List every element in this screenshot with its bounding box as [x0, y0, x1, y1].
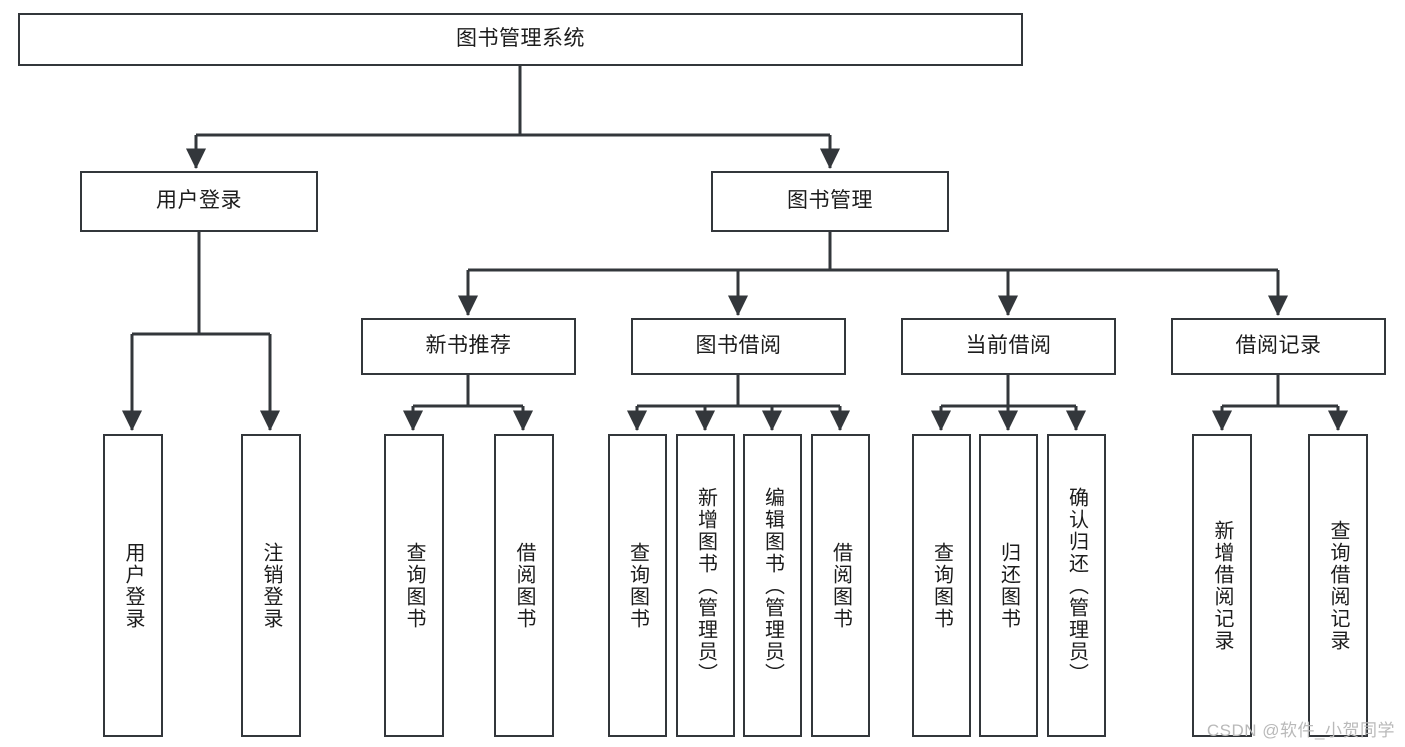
node-label: 图书管理 [787, 189, 873, 213]
node-leaf-borrow-book-newbook[interactable]: 借阅图书 [494, 434, 554, 737]
node-label: 注销登录 [260, 541, 282, 630]
node-book-borrow[interactable]: 图书借阅 [631, 318, 846, 375]
node-leaf-confirm-return-admin[interactable]: 确认归还（管理员） [1047, 434, 1106, 737]
node-label: 借阅图书 [513, 541, 535, 630]
node-leaf-return-book[interactable]: 归还图书 [979, 434, 1038, 737]
node-leaf-query-book-borrow[interactable]: 查询图书 [608, 434, 667, 737]
node-leaf-query-book-current[interactable]: 查询图书 [912, 434, 971, 737]
node-label: 编辑图书（管理员） [761, 486, 784, 685]
node-user-login[interactable]: 用户登录 [80, 171, 318, 232]
node-root-book-management-system[interactable]: 图书管理系统 [18, 13, 1023, 66]
watermark-text: CSDN @软件_小贺同学 [1206, 721, 1395, 740]
node-label: 借阅记录 [1235, 334, 1322, 358]
node-book-management[interactable]: 图书管理 [711, 171, 949, 232]
node-label: 新增图书（管理员） [694, 486, 717, 685]
node-label: 借阅图书 [829, 541, 852, 630]
node-leaf-edit-book-admin[interactable]: 编辑图书（管理员） [743, 434, 802, 737]
node-label: 图书管理系统 [456, 27, 585, 51]
node-label: 归还图书 [997, 541, 1020, 630]
node-current-borrow[interactable]: 当前借阅 [901, 318, 1116, 375]
node-label: 确认归还（管理员） [1065, 486, 1088, 685]
node-leaf-add-borrow-record[interactable]: 新增借阅记录 [1192, 434, 1252, 737]
node-leaf-add-book-admin[interactable]: 新增图书（管理员） [676, 434, 735, 737]
node-label: 用户登录 [156, 189, 242, 213]
node-label: 查询借阅记录 [1327, 519, 1349, 652]
node-label: 用户登录 [122, 541, 144, 630]
node-leaf-query-borrow-record[interactable]: 查询借阅记录 [1308, 434, 1368, 737]
node-label: 查询图书 [403, 541, 425, 630]
node-label: 查询图书 [930, 541, 953, 630]
node-label: 图书借阅 [695, 334, 782, 358]
node-new-book-recommend[interactable]: 新书推荐 [361, 318, 576, 375]
node-label: 新增借阅记录 [1211, 519, 1233, 652]
node-label: 当前借阅 [965, 334, 1052, 358]
node-label: 新书推荐 [425, 334, 512, 358]
node-label: 查询图书 [626, 541, 649, 630]
node-leaf-user-login[interactable]: 用户登录 [103, 434, 163, 737]
node-leaf-borrow-book[interactable]: 借阅图书 [811, 434, 870, 737]
node-leaf-logout[interactable]: 注销登录 [241, 434, 301, 737]
node-borrow-record[interactable]: 借阅记录 [1171, 318, 1386, 375]
node-leaf-query-book-newbook[interactable]: 查询图书 [384, 434, 444, 737]
